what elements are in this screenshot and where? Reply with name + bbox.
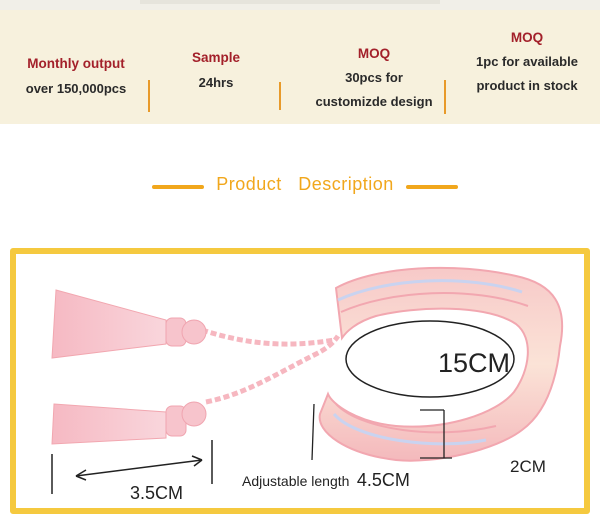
moq-custom-line1: 30pcs for	[345, 70, 403, 85]
top-strip-shine	[140, 0, 440, 4]
bracelet-illustration	[51, 266, 564, 494]
product-image-frame: 15CM 2CM 3.5CM Adjustable length 4.5CM	[10, 248, 590, 514]
adjustable-marker-line	[311, 403, 315, 461]
separator-1	[148, 80, 150, 112]
section-title: Product Description	[216, 174, 394, 194]
width-marker	[420, 409, 452, 459]
monthly-output-value: over 150,000pcs	[25, 81, 127, 96]
moq-custom-heading: MOQ	[357, 46, 391, 61]
moq-stock-line2: product in stock	[476, 78, 578, 93]
monthly-output-heading: Monthly output	[27, 56, 125, 71]
adjustable-length-label: Adjustable length 4.5CM	[242, 470, 410, 491]
sample-heading: Sample	[191, 50, 241, 65]
monthly-output-cell: Monthly output over 150,000pcs	[12, 56, 140, 97]
lower-tassel	[51, 401, 207, 445]
moq-stock-cell: MOQ 1pc for available product in stock	[464, 30, 590, 94]
circumference-label: 15CM	[438, 348, 511, 378]
upper-tassel	[51, 289, 207, 359]
cords	[201, 327, 341, 405]
sample-cell: Sample 24hrs	[168, 50, 264, 91]
section-header: Product Description	[0, 170, 600, 204]
bracelet-band	[318, 266, 564, 462]
circumference-ellipse	[345, 320, 515, 398]
moq-stock-line1: 1pc for available	[476, 54, 578, 69]
section-header-right-line	[406, 185, 458, 189]
tassel-length-marker	[51, 440, 213, 494]
sample-value: 24hrs	[198, 75, 234, 90]
moq-stock-heading: MOQ	[510, 30, 544, 45]
section-header-left-line	[152, 185, 204, 189]
top-strip	[0, 0, 600, 10]
separator-2	[279, 82, 281, 110]
adjustable-length-text: Adjustable length	[242, 473, 350, 489]
adjustable-length-value: 4.5CM	[356, 470, 410, 490]
separator-3	[444, 80, 446, 114]
width-label: 2CM	[510, 457, 546, 476]
info-banner: Monthly output over 150,000pcs Sample 24…	[0, 10, 600, 124]
moq-custom-line2: customizde design	[315, 94, 433, 109]
moq-custom-cell: MOQ 30pcs for customizde design	[296, 46, 452, 110]
tassel-length-label: 3.5CM	[130, 483, 184, 503]
